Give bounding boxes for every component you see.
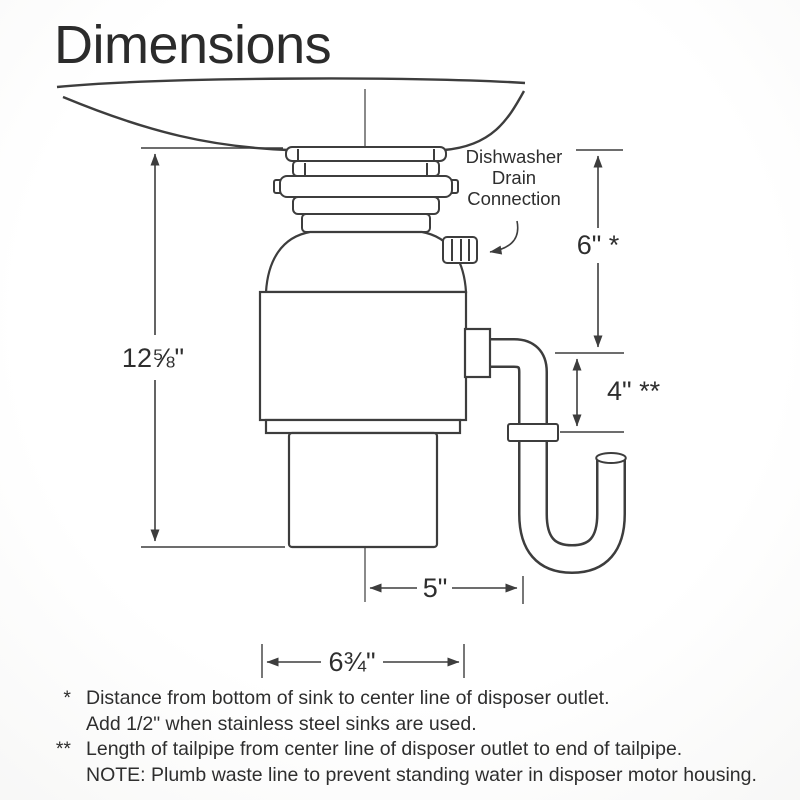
dishwasher-inlet	[442, 236, 478, 264]
footnote-star-marker: *	[63, 687, 71, 709]
footnote-double-star-line2: NOTE: Plumb waste line to prevent standi…	[86, 763, 757, 786]
footnote-double-star: ** Length of tailpipe from center line o…	[55, 737, 797, 788]
footnote-star-line2: Add 1/2" when stainless steel sinks are …	[86, 712, 477, 735]
trap-open-end	[595, 452, 627, 464]
footnotes: * Distance from bottom of sink to center…	[55, 686, 797, 788]
label-tailpipe-length: 4" **	[607, 376, 661, 406]
callout-dishwasher-line1: Dishwasher	[466, 146, 563, 167]
neck-collar	[301, 213, 431, 233]
callout-arrow	[489, 220, 519, 255]
label-center-to-trap: 5"	[423, 573, 448, 603]
footnote-double-star-text: Length of tailpipe from center line of d…	[86, 737, 757, 788]
mounting-ring	[279, 175, 453, 198]
callout-dishwasher-line2: Drain	[492, 167, 536, 188]
disposer-inset-band	[264, 418, 462, 435]
sink-flange	[285, 146, 447, 162]
pipe-inner-fill	[484, 340, 624, 572]
disposer-lower-housing	[287, 431, 439, 549]
page-title: Dimensions	[54, 15, 332, 75]
dimension-lines	[150, 153, 603, 667]
mounting-band-lower	[292, 196, 440, 215]
extension-lines	[141, 147, 624, 678]
footnote-star: * Distance from bottom of sink to center…	[55, 686, 797, 737]
sink-bottom-left-edge	[62, 95, 289, 152]
disposer-main-band	[258, 290, 468, 422]
footnote-double-star-line1: Length of tailpipe from center line of d…	[86, 738, 683, 760]
sink-bottom-right-edge	[443, 90, 526, 152]
label-overall-height: 12⅝"	[122, 343, 184, 373]
pipe-outer-wall	[484, 338, 626, 575]
slip-nut	[507, 423, 559, 442]
footnote-star-text: Distance from bottom of sink to center l…	[86, 686, 610, 737]
footnote-double-star-marker: **	[55, 738, 71, 760]
mounting-band-upper	[292, 160, 440, 177]
label-body-width: 6¾"	[328, 647, 375, 677]
disposer-body	[258, 230, 468, 549]
mounting-assembly	[273, 146, 459, 233]
disposer-shoulder	[264, 230, 468, 294]
discharge-outlet	[463, 327, 492, 379]
footnote-star-line1: Distance from bottom of sink to center l…	[86, 687, 610, 709]
sink-top-edge	[56, 77, 526, 89]
callout-dishwasher-line3: Connection	[467, 188, 561, 209]
sink-outline	[56, 77, 526, 152]
tailpipe-and-trap	[463, 327, 627, 575]
label-sink-to-outlet: 6" *	[577, 230, 620, 260]
